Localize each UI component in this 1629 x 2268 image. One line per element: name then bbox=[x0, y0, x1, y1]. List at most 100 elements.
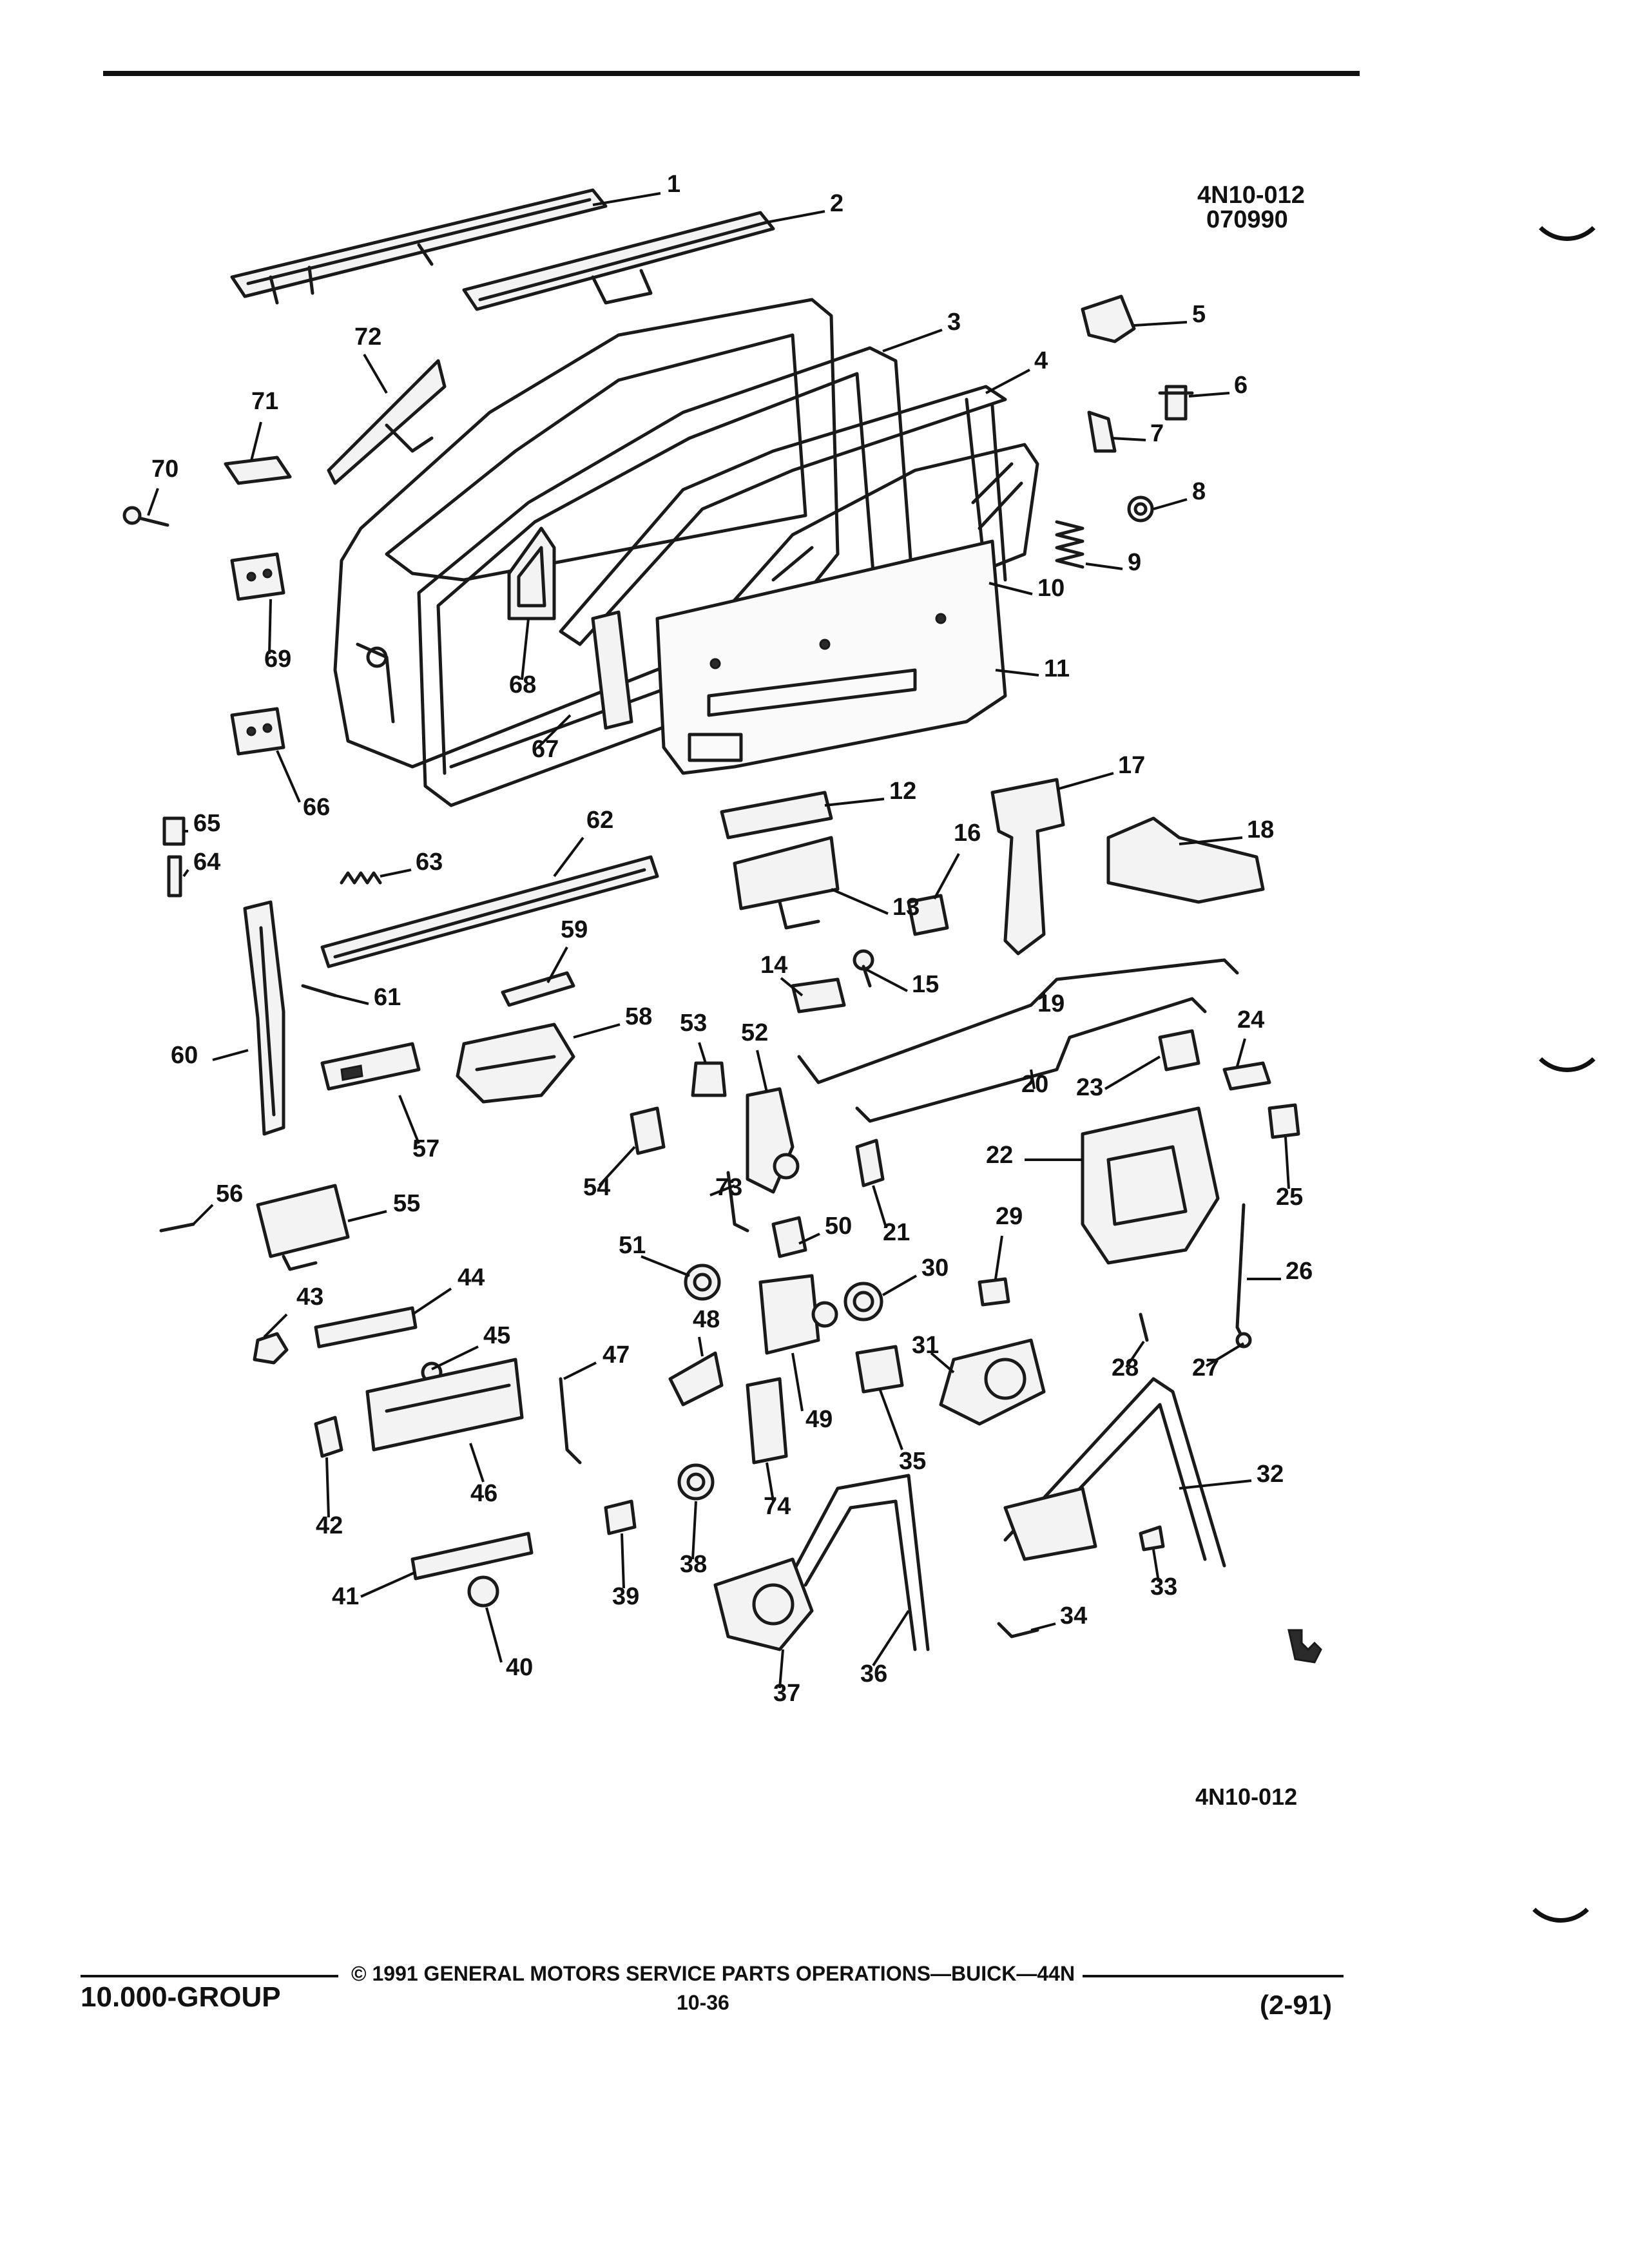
callout-leader-59 bbox=[546, 947, 568, 983]
callout-label-55: 55 bbox=[393, 1190, 420, 1217]
part-screw-28 bbox=[1139, 1312, 1149, 1342]
part-spring-63 bbox=[340, 871, 382, 885]
part-door-inner-panel bbox=[655, 539, 1007, 775]
callout-label-66: 66 bbox=[303, 794, 330, 821]
callout-label-39: 39 bbox=[612, 1583, 639, 1610]
callout-leader-12 bbox=[824, 798, 885, 807]
callout-label-27: 27 bbox=[1192, 1354, 1219, 1381]
part-nut-43 bbox=[253, 1332, 289, 1365]
figure-date: 070990 bbox=[1206, 206, 1288, 233]
callout-label-62: 62 bbox=[586, 807, 613, 834]
callout-label-54: 54 bbox=[583, 1174, 610, 1201]
callout-label-10: 10 bbox=[1037, 575, 1065, 602]
callout-label-9: 9 bbox=[1128, 549, 1141, 576]
diagram-bottom-code: 4N10-012 bbox=[1195, 1783, 1298, 1810]
part-lock-49 bbox=[758, 1274, 838, 1355]
callout-leader-45 bbox=[431, 1345, 479, 1370]
part-bracket-17 bbox=[990, 778, 1065, 956]
callout-leader-11 bbox=[995, 669, 1039, 677]
part-clip-23 bbox=[1158, 1029, 1200, 1072]
callout-leader-67 bbox=[537, 714, 572, 749]
part-outside-handle-46 bbox=[365, 1358, 524, 1452]
callout-label-2: 2 bbox=[830, 190, 843, 217]
callout-leader-6 bbox=[1188, 392, 1230, 398]
part-motor-55 bbox=[256, 1184, 350, 1271]
callout-label-29: 29 bbox=[996, 1203, 1023, 1230]
callout-label-47: 47 bbox=[602, 1341, 630, 1369]
part-bushing-30 bbox=[843, 1282, 883, 1321]
callout-leader-41 bbox=[360, 1571, 416, 1598]
part-pad-44 bbox=[314, 1306, 418, 1349]
callout-labels: 1234567891011121314151617181920212223242… bbox=[147, 171, 1313, 1707]
part-lever-48 bbox=[668, 1351, 724, 1407]
part-spring-9 bbox=[1055, 520, 1084, 569]
callout-leader-42 bbox=[325, 1457, 330, 1518]
part-clip-14 bbox=[791, 977, 846, 1014]
callout-label-43: 43 bbox=[296, 1283, 323, 1311]
callout-leader-61 bbox=[334, 994, 369, 1005]
callout-leader-64 bbox=[182, 869, 189, 878]
callout-label-67: 67 bbox=[532, 736, 559, 763]
callout-leader-58 bbox=[573, 1023, 621, 1039]
callout-leader-60 bbox=[212, 1049, 249, 1061]
part-rod-end-27 bbox=[1235, 1332, 1252, 1349]
part-bracket-74 bbox=[746, 1377, 788, 1465]
part-armrest-12 bbox=[720, 791, 833, 840]
callout-leader-28 bbox=[1125, 1340, 1145, 1369]
callout-leader-1 bbox=[592, 192, 661, 206]
callout-leader-48 bbox=[698, 1336, 704, 1357]
callout-label-64: 64 bbox=[193, 849, 220, 876]
part-spring-8 bbox=[1127, 495, 1154, 523]
part-strip-41 bbox=[410, 1532, 534, 1581]
callout-leader-63 bbox=[380, 869, 412, 878]
callout-leader-10 bbox=[988, 582, 1033, 595]
callout-label-71: 71 bbox=[251, 388, 278, 415]
callout-label-56: 56 bbox=[216, 1180, 243, 1207]
callout-label-18: 18 bbox=[1247, 816, 1274, 843]
callout-leader-39 bbox=[621, 1533, 625, 1589]
callout-leader-40 bbox=[485, 1607, 503, 1663]
part-clip-15 bbox=[853, 949, 874, 988]
callout-label-14: 14 bbox=[760, 952, 787, 979]
part-hinge-69 bbox=[230, 552, 285, 601]
callout-label-19: 19 bbox=[1037, 990, 1065, 1017]
part-rod-26 bbox=[1235, 1203, 1246, 1342]
callout-label-23: 23 bbox=[1076, 1074, 1103, 1101]
callout-leader-9 bbox=[1085, 562, 1123, 570]
callout-label-20: 20 bbox=[1021, 1071, 1048, 1098]
callout-leader-73 bbox=[709, 1184, 735, 1196]
callout-leader-33 bbox=[1152, 1549, 1160, 1582]
part-rod-73 bbox=[726, 1171, 749, 1233]
part-lock-cylinder-50 bbox=[771, 1216, 807, 1258]
callout-label-32: 32 bbox=[1257, 1461, 1284, 1488]
callout-leader-51 bbox=[641, 1255, 690, 1277]
callout-label-12: 12 bbox=[889, 778, 916, 805]
callout-leader-43 bbox=[263, 1313, 288, 1338]
callout-label-44: 44 bbox=[458, 1264, 485, 1291]
callout-label-42: 42 bbox=[316, 1512, 343, 1539]
figure-code: 4N10-012 bbox=[1197, 182, 1305, 209]
part-door-pillar bbox=[591, 610, 633, 730]
callout-label-63: 63 bbox=[416, 849, 443, 876]
part-bolt-70 bbox=[122, 506, 169, 527]
callout-label-50: 50 bbox=[825, 1213, 852, 1240]
callout-leader-13 bbox=[831, 888, 889, 915]
callout-leader-24 bbox=[1236, 1038, 1246, 1067]
callout-leader-37 bbox=[778, 1649, 784, 1689]
callout-label-3: 3 bbox=[947, 309, 961, 336]
callout-leader-52 bbox=[756, 1050, 768, 1093]
footer-page: 10-36 bbox=[677, 1991, 729, 2014]
callout-label-8: 8 bbox=[1192, 478, 1206, 505]
callout-label-38: 38 bbox=[680, 1551, 707, 1578]
part-gear-38 bbox=[677, 1463, 715, 1501]
callout-leader-36 bbox=[872, 1610, 910, 1667]
margin-mark bbox=[1527, 161, 1607, 241]
callout-label-31: 31 bbox=[912, 1332, 939, 1359]
part-screw-61 bbox=[301, 984, 337, 997]
callout-label-26: 26 bbox=[1286, 1258, 1313, 1285]
callout-leader-38 bbox=[691, 1501, 697, 1560]
part-lock-52 bbox=[746, 1087, 800, 1194]
callout-leader-44 bbox=[411, 1287, 452, 1316]
callout-leader-8 bbox=[1153, 498, 1188, 510]
